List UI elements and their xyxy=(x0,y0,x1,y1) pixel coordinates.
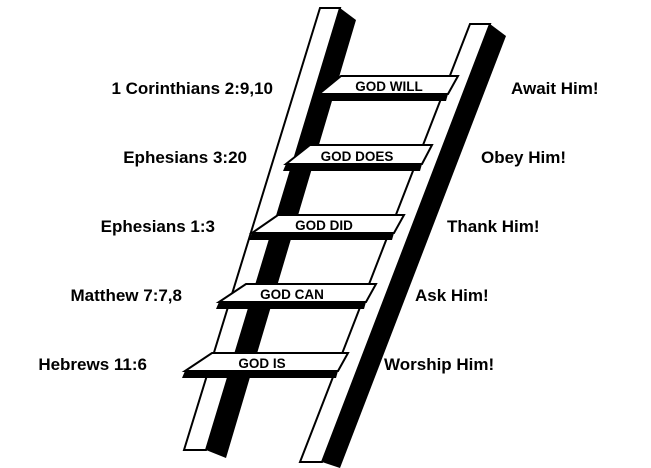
reference-1-corinthians: 1 Corinthians 2:9,10 xyxy=(111,79,273,98)
rung-god-can xyxy=(215,283,378,309)
rung-label-god-will: GOD WILL xyxy=(355,79,423,94)
rung-label-god-did: GOD DID xyxy=(295,218,353,233)
rung-god-is xyxy=(181,352,350,378)
response-obey-him: Obey Him! xyxy=(481,148,566,167)
response-await-him: Await Him! xyxy=(511,79,599,98)
rung-god-will-edge xyxy=(316,94,448,101)
ladder-rungs xyxy=(181,75,460,378)
rung-label-god-is: GOD IS xyxy=(238,356,285,371)
responses: Await Him! Obey Him! Thank Him! Ask Him!… xyxy=(384,79,599,374)
rung-god-did-edge xyxy=(249,233,394,240)
rung-god-will xyxy=(316,75,460,101)
response-worship-him: Worship Him! xyxy=(384,355,494,374)
scripture-references: 1 Corinthians 2:9,10 Ephesians 3:20 Ephe… xyxy=(38,79,273,374)
rung-label-god-does: GOD DOES xyxy=(321,149,394,164)
reference-matthew: Matthew 7:7,8 xyxy=(71,286,182,305)
rung-god-did xyxy=(248,214,406,240)
reference-hebrews: Hebrews 11:6 xyxy=(38,355,147,374)
rung-labels: GOD WILL GOD DOES GOD DID GOD CAN GOD IS xyxy=(238,79,422,371)
right-rail-shadow xyxy=(322,24,506,468)
response-ask-him: Ask Him! xyxy=(415,286,489,305)
reference-ephesians-1: Ephesians 1:3 xyxy=(101,217,215,236)
reference-ephesians-3: Ephesians 3:20 xyxy=(123,148,247,167)
rung-god-can-edge xyxy=(216,302,366,309)
response-thank-him: Thank Him! xyxy=(447,217,540,236)
rung-label-god-can: GOD CAN xyxy=(260,287,324,302)
rung-god-is-edge xyxy=(182,371,338,378)
rung-god-does xyxy=(283,144,434,171)
rung-god-does-edge xyxy=(283,164,422,171)
